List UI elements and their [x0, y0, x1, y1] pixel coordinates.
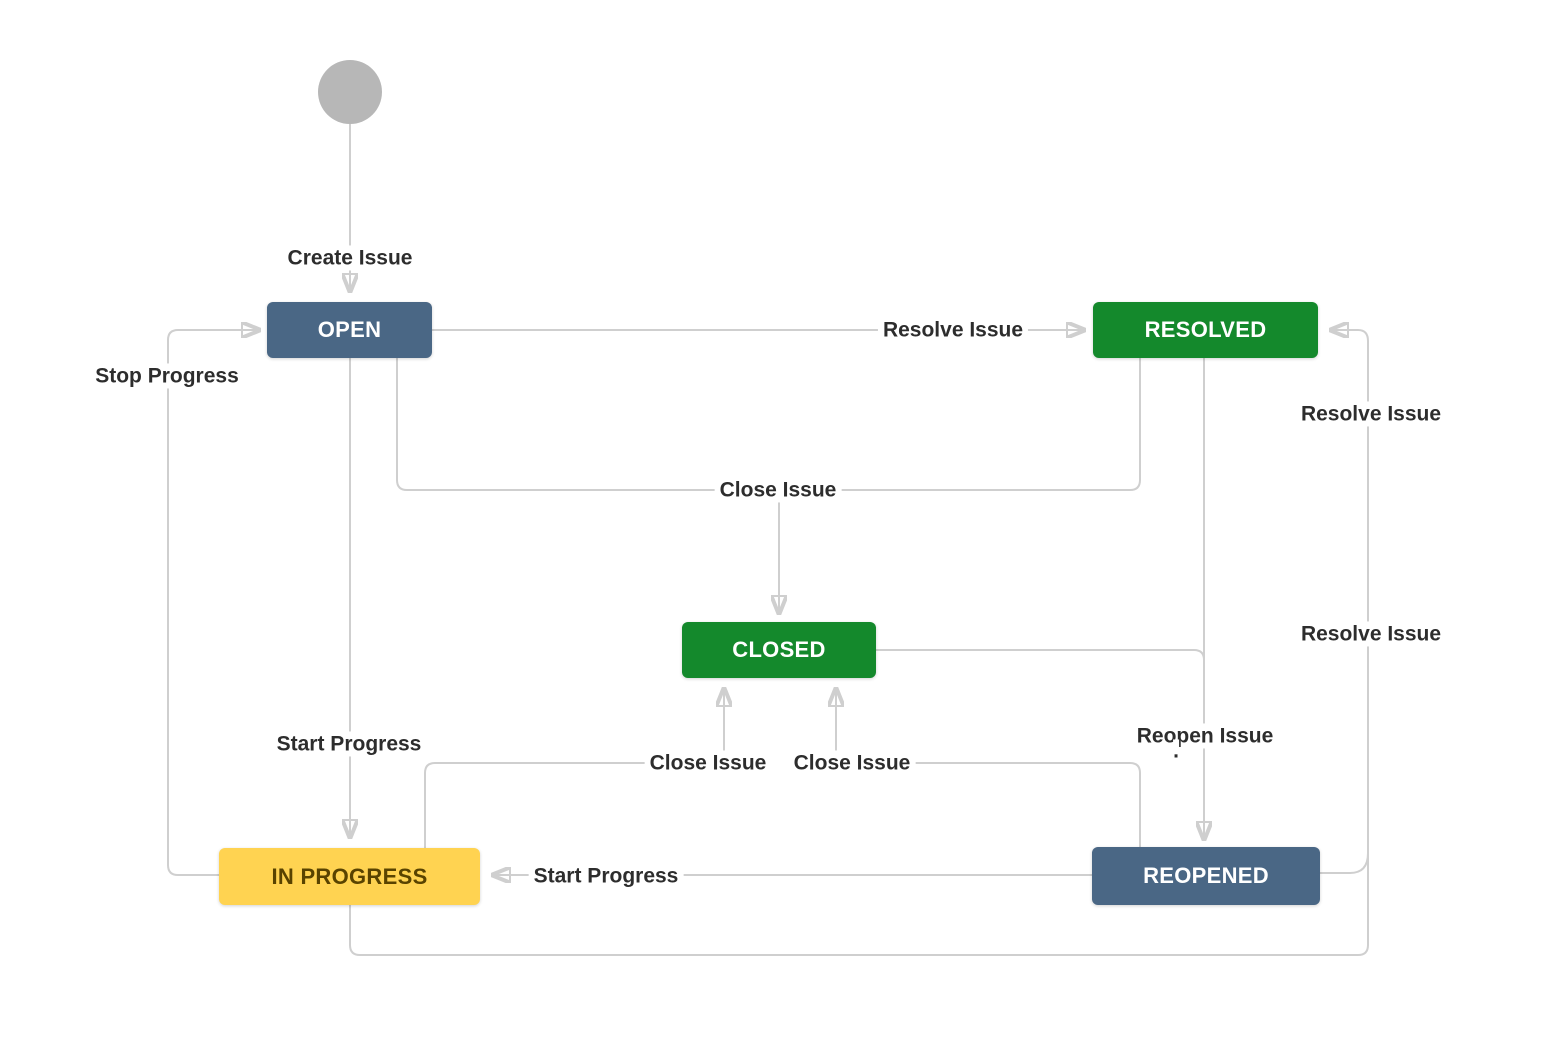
- transition-label-close-issue-left: Close Issue: [644, 750, 772, 776]
- node-open[interactable]: OPEN: [267, 302, 432, 358]
- edge-inprogress-to-resolved-resolve-issue: [349, 330, 1369, 956]
- edge-reopened-to-resolve-rail: [1320, 852, 1369, 874]
- transition-label-close-issue-mid: Close Issue: [714, 477, 842, 503]
- transition-label-resolve-issue-right-upper: Resolve Issue: [1295, 401, 1447, 427]
- edge-closed-to-reopen-rail: [876, 649, 1205, 661]
- transition-label-start-progress-mid: Start Progress: [528, 863, 684, 889]
- transition-label-resolve-issue-top: Resolve Issue: [877, 317, 1029, 343]
- start-node: [318, 60, 382, 124]
- node-resolved[interactable]: RESOLVED: [1093, 302, 1318, 358]
- transition-label-reopen-issue: Reopen Issue: [1131, 723, 1279, 749]
- node-reopened[interactable]: REOPENED: [1092, 847, 1320, 905]
- transition-label-close-issue-right: Close Issue: [788, 750, 916, 776]
- transition-label-resolve-issue-right-lower: Resolve Issue: [1295, 621, 1447, 647]
- node-in-progress[interactable]: IN PROGRESS: [219, 848, 480, 905]
- transition-label-create-issue: Create Issue: [282, 245, 418, 271]
- transition-label-reopen-issue-dot: .: [1173, 739, 1179, 763]
- node-closed[interactable]: CLOSED: [682, 622, 876, 678]
- edge-open-resolved-close-issue-rail: [396, 358, 1141, 491]
- transition-label-start-progress-left: Start Progress: [271, 731, 427, 757]
- transition-label-stop-progress: Stop Progress: [90, 363, 244, 389]
- edge-inprogress-to-open-stop-progress: [167, 330, 260, 876]
